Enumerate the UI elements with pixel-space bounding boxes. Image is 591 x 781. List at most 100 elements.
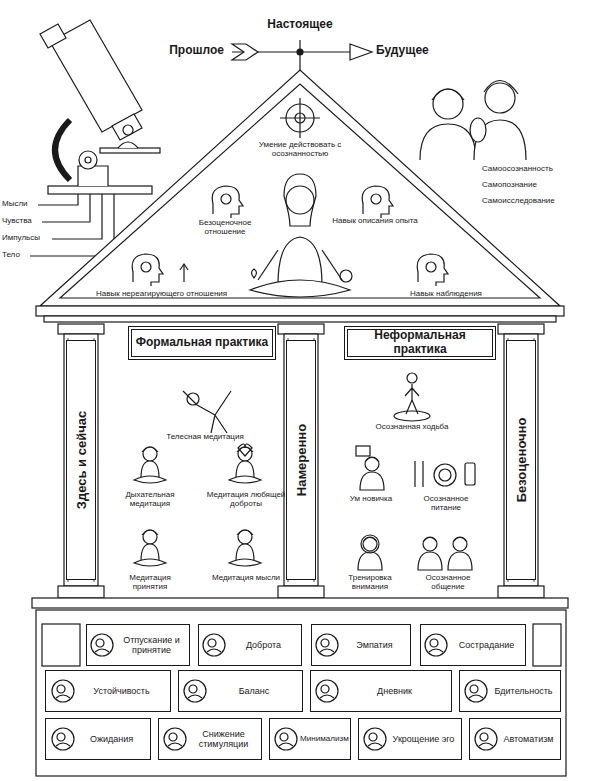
foundation-brick: Устойчивость — [45, 670, 171, 712]
columns — [68, 338, 534, 582]
quality-label: Ожидания — [76, 734, 147, 744]
foundation-brick: Доброта — [198, 624, 302, 666]
skill-label: Безоценочное отношение — [180, 218, 270, 236]
practice-figures — [229, 530, 261, 566]
practice-figures — [183, 391, 231, 433]
two-people — [484, 80, 518, 94]
columns — [58, 324, 104, 334]
foundation-brick: Отпускание и принятие — [86, 624, 190, 666]
microscope — [30, 194, 114, 256]
entablature — [36, 306, 564, 316]
roof — [132, 254, 163, 286]
foundation — [164, 728, 186, 750]
columns — [504, 334, 538, 586]
practice-label: Телесная медитация — [165, 432, 245, 441]
foundation-brick: Бдительность — [459, 670, 561, 712]
microscope — [85, 157, 91, 163]
two-people — [485, 83, 515, 113]
roof — [212, 186, 243, 218]
foundation-brick: Ожидания — [45, 718, 151, 760]
entablature — [44, 316, 556, 322]
time-label: Прошлое — [158, 44, 224, 58]
practice-label: Ум новичка — [338, 494, 404, 503]
microscope — [42, 194, 90, 222]
principle-label: Намеренно — [294, 422, 309, 498]
practice-figures — [187, 393, 199, 405]
quality-label: Бдительность — [490, 686, 557, 696]
principle-label: Безоценочно — [514, 416, 529, 505]
quality-label: Доброта — [229, 640, 298, 650]
quality-label: Баланс — [209, 686, 299, 696]
aspect-label: Самоосознанность — [482, 164, 588, 173]
roof — [280, 98, 320, 138]
two-people — [420, 80, 526, 160]
two-people — [420, 124, 476, 160]
quality-label: Устойчивость — [76, 686, 167, 696]
foundation — [275, 728, 297, 750]
practice-figures — [434, 464, 456, 486]
quality-label: Эмпатия — [342, 640, 407, 650]
quality-label: Сострадание — [451, 640, 522, 650]
microscope — [52, 194, 102, 239]
foundation — [364, 728, 386, 750]
practice-label: Медитация мысли — [206, 573, 286, 582]
practice-figures — [418, 537, 442, 570]
practice-figures — [238, 444, 252, 456]
practice-figures — [448, 537, 472, 570]
columns — [278, 324, 324, 598]
microscope — [100, 148, 160, 153]
practice-label: Медитация любящей доброты — [206, 490, 286, 508]
columns — [278, 324, 324, 334]
aspect-label: Мысли — [2, 199, 38, 208]
practice-label: Медитация принятия — [112, 573, 188, 591]
two-people — [433, 89, 463, 119]
skill-label: Навык наблюдения — [396, 289, 496, 298]
practice-label: Дыхательная медитация — [112, 490, 188, 508]
columns — [284, 334, 318, 586]
practice-figures — [356, 446, 370, 456]
foundation — [203, 634, 225, 656]
microscope — [55, 120, 70, 180]
practice-figures — [415, 461, 423, 487]
aspect-label: Тело — [2, 250, 32, 259]
foundation-brick: Минимализм — [269, 718, 351, 760]
microscope — [48, 186, 152, 194]
column-label: Безоценочно — [506, 340, 536, 580]
skill-label: Навык описания опыта — [330, 216, 420, 225]
aspect-label: Импульсы — [2, 233, 52, 242]
weathervane — [297, 49, 303, 55]
foundation-brick: Баланс — [178, 670, 303, 712]
microscope — [38, 194, 78, 205]
foundation — [52, 728, 74, 750]
foundation — [36, 610, 566, 776]
roof — [362, 186, 393, 218]
practice-label: Осознанное питание — [410, 494, 482, 512]
roof — [340, 270, 352, 282]
practice-title: Неформальная практика — [351, 329, 489, 357]
columns — [58, 324, 544, 598]
columns — [58, 586, 104, 598]
foundation — [52, 680, 74, 702]
microscope — [123, 125, 133, 135]
roof — [258, 250, 342, 280]
weathervane — [232, 44, 258, 60]
roof — [278, 237, 322, 285]
columns — [58, 324, 104, 598]
columns — [498, 324, 544, 598]
practice-label: Осознанное общение — [408, 573, 488, 591]
practice-figures — [415, 461, 475, 487]
skill-label: Навык нереагирующего отношения — [96, 289, 266, 298]
roof — [250, 280, 350, 297]
columns — [498, 324, 544, 334]
foundation — [475, 728, 497, 750]
column-label: Намеренно — [286, 340, 316, 580]
roof — [417, 254, 448, 286]
time-label: Настоящее — [262, 18, 338, 32]
foundation-brick: Автоматизм — [469, 718, 561, 760]
practice-box: Неформальная практика — [344, 326, 496, 360]
roof — [286, 186, 314, 214]
practice-figures — [407, 373, 417, 383]
column-label: Здесь и сейчас — [66, 340, 96, 580]
practice-label: Тренировка внимания — [332, 573, 408, 591]
practice-figures — [134, 447, 166, 483]
